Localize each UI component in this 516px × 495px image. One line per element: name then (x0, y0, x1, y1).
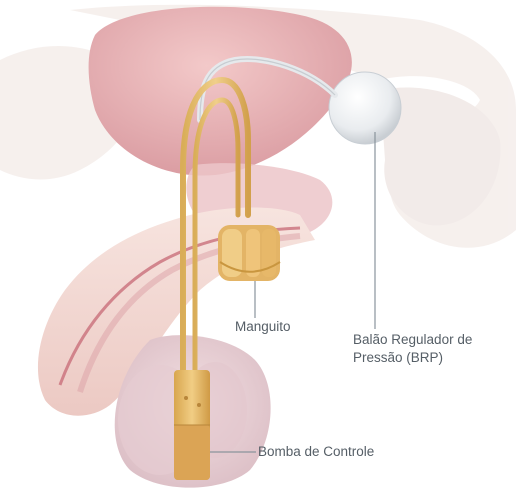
reservoir-label-line-2: Pressão (BRP) (353, 349, 472, 367)
pump-label: Bomba de Controle (258, 443, 374, 461)
control-pump (174, 370, 210, 480)
reservoir-label-line-1: Balão Regulador de (353, 331, 472, 349)
reservoir-balloon (329, 72, 401, 144)
bladder (89, 7, 352, 176)
cuff (218, 225, 280, 281)
reservoir-label: Balão Regulador de Pressão (BRP) (353, 331, 472, 367)
cuff-label: Manguito (235, 318, 291, 336)
